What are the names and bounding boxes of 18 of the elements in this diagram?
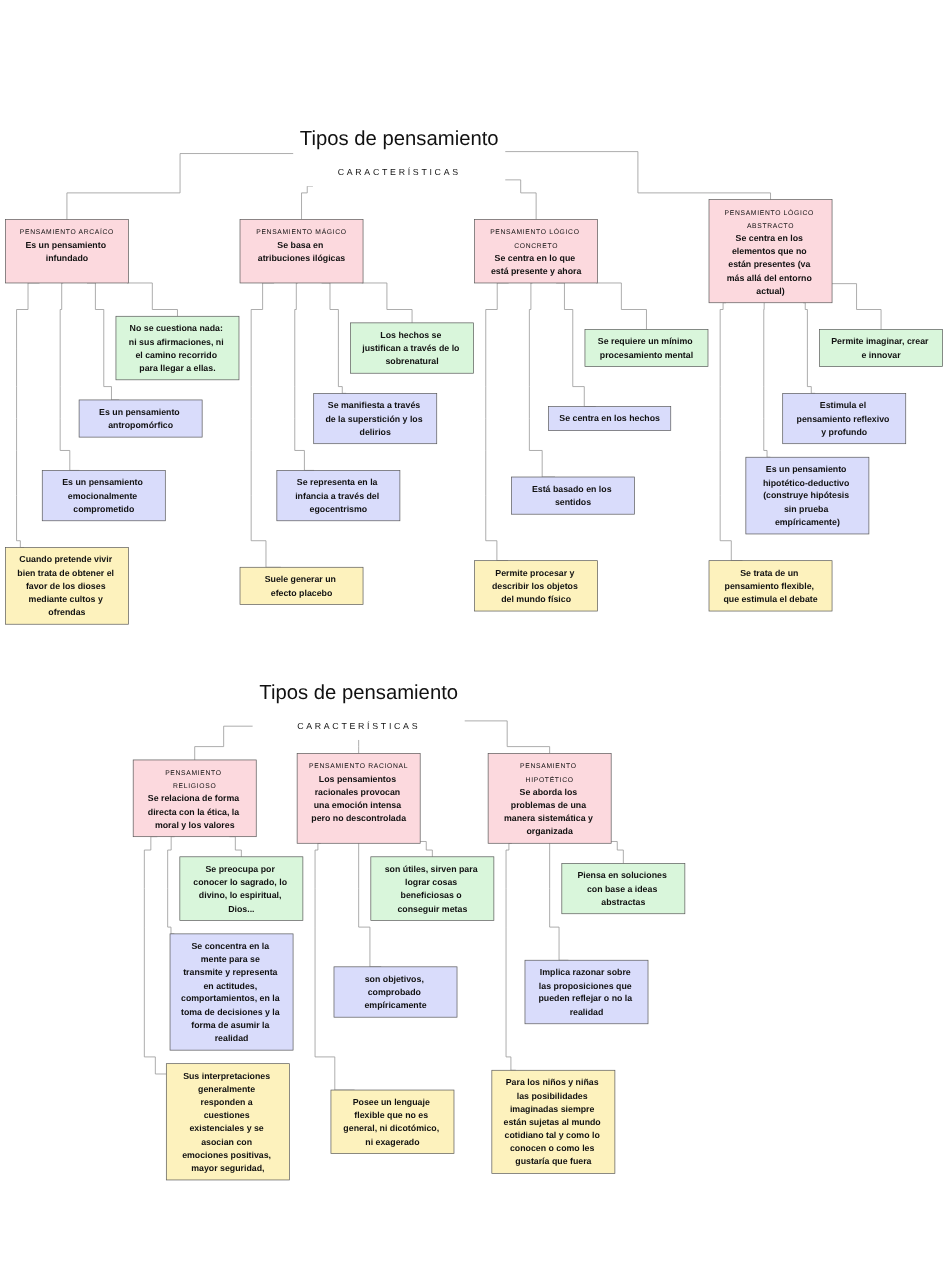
connector — [194, 725, 253, 761]
connector — [126, 282, 178, 317]
connector — [66, 153, 294, 220]
connector — [595, 282, 647, 330]
connector — [361, 282, 413, 324]
connector — [831, 283, 882, 330]
connector — [763, 302, 771, 458]
connector — [504, 179, 537, 220]
connector — [167, 836, 176, 935]
connector — [301, 185, 314, 220]
connector — [358, 739, 360, 754]
connector — [504, 151, 771, 201]
connector — [610, 841, 624, 864]
connector — [143, 836, 167, 1075]
connector — [464, 720, 551, 754]
connector — [802, 302, 816, 394]
connector — [505, 842, 517, 1071]
connector — [419, 841, 433, 858]
